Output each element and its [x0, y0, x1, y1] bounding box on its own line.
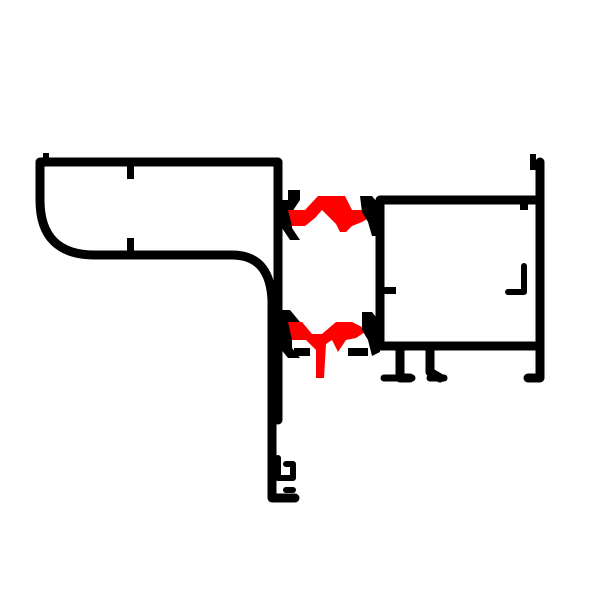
- thermal-break-strip-upper: [288, 196, 372, 232]
- outer-frame-profile: [35, 153, 300, 503]
- thermal-break-strip-lower: [288, 322, 368, 378]
- inner-sash-profile: [375, 154, 545, 383]
